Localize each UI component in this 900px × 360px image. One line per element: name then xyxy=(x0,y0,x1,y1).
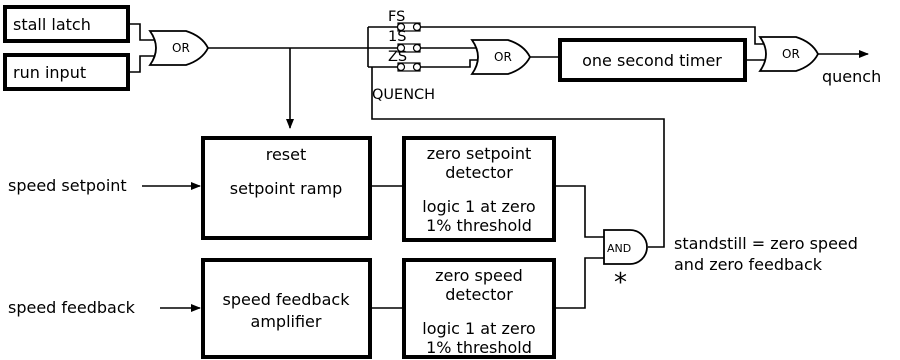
standstill-line2: and zero feedback xyxy=(674,255,823,274)
standstill-line1: standstill = zero speed xyxy=(674,234,858,253)
zero-speed-line4: 1% threshold xyxy=(426,338,532,357)
or-gate-select: OR xyxy=(470,39,532,75)
zero-speed-detector-block: zero speed detector logic 1 at zero 1% t… xyxy=(402,258,556,359)
or-gate-output-label: OR xyxy=(782,47,800,61)
or-gate-output: OR xyxy=(758,36,820,72)
stall-latch-label: stall latch xyxy=(13,15,91,34)
and-gate-standstill: AND xyxy=(603,229,648,265)
speed-feedback-amplifier-block: speed feedback amplifier xyxy=(201,258,372,359)
zero-speed-line2: detector xyxy=(445,285,513,304)
zero-setpoint-line3: logic 1 at zero xyxy=(422,197,535,216)
zero-setpoint-line4: 1% threshold xyxy=(426,216,532,235)
speed-setpoint-label: speed setpoint xyxy=(8,176,127,195)
one-second-timer-block: one second timer xyxy=(558,38,747,82)
speed-feedback-label: speed feedback xyxy=(8,298,136,317)
zero-speed-line1: zero speed xyxy=(435,266,523,285)
switch-contacts xyxy=(396,22,422,72)
feedback-amp-line1: speed feedback xyxy=(223,290,351,309)
quench-output-label: quench xyxy=(822,67,881,86)
zs-switch-label: ZS xyxy=(388,49,407,65)
quench-switch-group-label: QUENCH xyxy=(372,87,435,103)
setpoint-ramp-block: reset setpoint ramp xyxy=(201,136,372,240)
stall-latch-wire xyxy=(128,23,160,41)
zero-setpoint-line2: detector xyxy=(445,163,513,182)
speed-detector-to-and-wire xyxy=(554,257,606,309)
zero-speed-line3: logic 1 at zero xyxy=(422,319,535,338)
or-gate-select-label: OR xyxy=(494,50,512,64)
1s-switch-label: 1S xyxy=(388,29,406,45)
setpoint-ramp-reset-label: reset xyxy=(266,145,307,164)
zs-output-wire xyxy=(420,59,482,68)
zero-setpoint-line1: zero setpoint xyxy=(427,144,532,163)
fs-switch-label: FS xyxy=(388,9,405,25)
zero-setpoint-detector-block: zero setpoint detector logic 1 at zero 1… xyxy=(402,136,556,242)
and-gate-label: AND xyxy=(607,242,631,255)
standstill-feedback-wire xyxy=(371,67,665,248)
or-gate-input: OR xyxy=(148,30,210,66)
setpoint-ramp-label: setpoint ramp xyxy=(230,179,342,198)
or-gate-input-label: OR xyxy=(172,41,190,55)
asterisk-mark: * xyxy=(614,268,627,298)
stall-latch-block: stall latch xyxy=(3,5,130,43)
run-input-wire xyxy=(128,55,160,73)
one-second-timer-label: one second timer xyxy=(582,51,722,70)
setpoint-detector-to-and-wire xyxy=(554,185,606,238)
run-input-label: run input xyxy=(13,63,86,82)
fs-output-wire xyxy=(420,26,770,45)
run-input-block: run input xyxy=(3,53,130,91)
quench-switch-group[interactable]: FS 1S ZS QUENCH xyxy=(372,9,435,103)
feedback-amp-line2: amplifier xyxy=(251,312,322,331)
